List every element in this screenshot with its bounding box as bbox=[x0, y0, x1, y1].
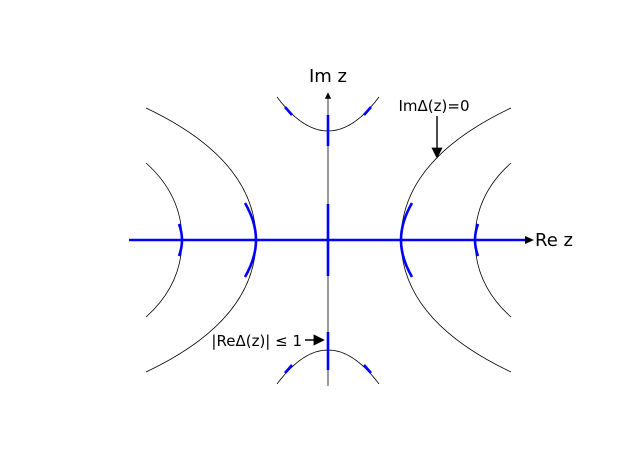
right-inner-arc bbox=[473, 223, 480, 257]
top-curve-right-tick bbox=[363, 106, 372, 116]
real-axis-arrowhead bbox=[525, 236, 534, 244]
bottom-curve-right-tick bbox=[363, 364, 372, 374]
im-delta-annotation: ImΔ(z)=0 bbox=[399, 97, 470, 115]
real-axis-label: Re z bbox=[535, 230, 573, 251]
top-curve-left-tick bbox=[284, 106, 293, 116]
right-outer-arc bbox=[399, 202, 414, 278]
re-delta-annotation: |ReΔ(z)| ≤ 1 bbox=[211, 332, 302, 350]
bottom-curve-left-tick bbox=[284, 364, 293, 374]
left-outer-arc bbox=[243, 202, 258, 278]
left-inner-arc bbox=[177, 223, 184, 257]
imag-axis-label: Im z bbox=[309, 66, 347, 87]
re-delta-bounded-segments bbox=[129, 106, 528, 374]
